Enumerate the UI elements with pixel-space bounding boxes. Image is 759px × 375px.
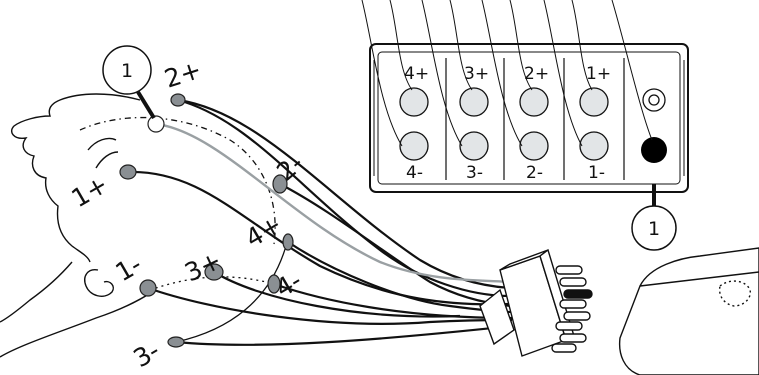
electrode-4plus	[282, 233, 294, 251]
connector-pins	[551, 265, 593, 353]
recording-device	[618, 247, 759, 375]
socket-panel: 4+ 3+ 2+ 1+ 4- 3- 2- 1- 1	[361, 0, 689, 251]
socket-label-1plus: 1+	[586, 64, 611, 84]
callout-head-number: 1	[121, 60, 133, 82]
socket-label-1minus: 1-	[588, 163, 605, 183]
guide-lines	[79, 116, 287, 343]
sockets-top	[399, 87, 609, 117]
label-4plus: 4+	[241, 210, 287, 254]
callout-ground: 1	[631, 184, 677, 251]
socket-labels-bottom: 4- 3- 2- 1-	[406, 163, 605, 183]
callout-head: 1	[102, 45, 156, 120]
sockets-bottom	[399, 131, 609, 161]
electrode-2plus	[170, 93, 186, 107]
label-3plus: 3+	[180, 246, 226, 288]
electrode-3minus	[167, 336, 185, 348]
label-3minus: 3-	[129, 336, 165, 374]
electrode-1plus	[119, 164, 137, 180]
label-1plus: 1+	[67, 170, 113, 214]
socket-label-4plus: 4+	[404, 64, 429, 84]
socket-label-3minus: 3-	[466, 163, 483, 183]
head-profile	[0, 93, 153, 358]
socket-label-2plus: 2+	[524, 64, 549, 84]
socket-label-4minus: 4-	[406, 163, 423, 183]
callout-ground-number: 1	[648, 218, 660, 240]
reference-lead	[155, 122, 513, 284]
ground-socket	[641, 137, 667, 163]
electrode-leads	[127, 98, 513, 346]
electrode-1minus	[139, 279, 157, 297]
label-1minus: 1-	[111, 250, 147, 288]
socket-label-2minus: 2-	[526, 163, 543, 183]
socket-wires	[361, 0, 653, 147]
label-2plus: 2+	[161, 55, 205, 94]
connector-plug	[479, 248, 593, 357]
socket-label-3plus: 3+	[464, 64, 489, 84]
electrode-2minus	[272, 174, 288, 194]
electrode-4minus	[267, 274, 281, 294]
electrode-3plus	[204, 263, 224, 281]
electrodes	[119, 93, 294, 348]
electrode-reference	[147, 115, 165, 133]
socket-labels-top: 4+ 3+ 2+ 1+	[404, 64, 611, 84]
